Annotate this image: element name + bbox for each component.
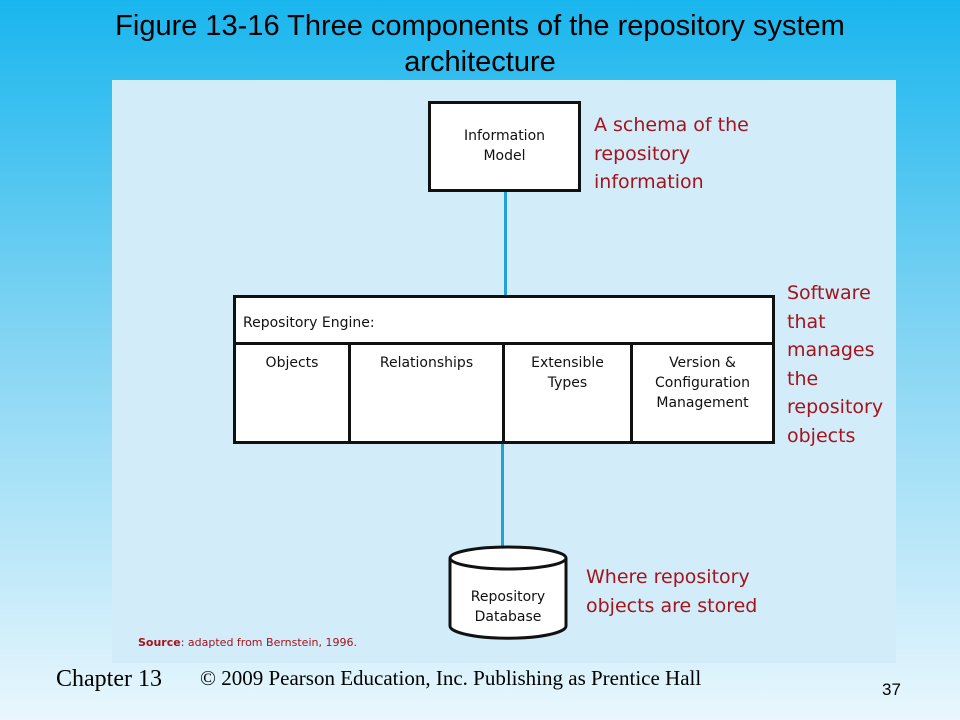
information-model-line-1: Information [463,128,546,144]
annotation-information-model-line-3: information [594,171,704,193]
source-note: Source: adapted from Bernstein, 1996. [138,636,357,649]
repository-database-label: Repository Database [450,587,566,627]
engine-cell-version-config: Version & Configuration Management [633,353,772,413]
annotation-database-line-2: objects are stored [586,594,758,617]
information-model-box [428,101,581,192]
engine-cell-relationships: Relationships [351,353,502,373]
source-note-text: : adapted from Bernstein, 1996. [180,636,357,649]
annotation-engine-line-3: manages [787,339,875,361]
connector-model-engine [504,190,507,296]
information-model-line-2: Model [483,148,526,164]
annotation-information-model-line-1: A schema of the [594,114,749,136]
engine-cell-objects: Objects [236,353,348,373]
annotation-engine-line-6: objects [787,424,856,447]
page-number: 37 [882,680,901,699]
source-note-label: Source [138,636,181,649]
repository-engine-label: Repository Engine: [243,315,375,331]
annotation-engine-line-5: repository [787,396,884,418]
annotation-information-model: A schema of the repository information [594,111,749,197]
engine-cell-divider-1 [348,342,351,442]
repository-database-cylinder [448,545,568,640]
repository-database-line-1: Repository [470,589,546,605]
engine-cell-version-config-line-3: Management [656,395,749,411]
annotation-repository-engine: Software that manages the repository obj… [787,279,883,450]
engine-cell-version-config-line-2: Configuration [655,375,750,391]
slide-title-line-1: Figure 13-16 Three components of the rep… [115,10,845,42]
connector-engine-database [501,442,504,550]
annotation-engine-line-4: the [787,367,819,390]
engine-cell-extensible-types: Extensible Types [505,353,630,393]
engine-cell-version-config-line-1: Version & [669,355,736,371]
engine-cell-extensible-types-line-2: Types [547,375,588,391]
engine-cell-objects-line-1: Objects [265,355,319,371]
footer-copyright: © 2009 Pearson Education, Inc. Publishin… [200,666,702,690]
engine-cell-relationships-line-1: Relationships [379,355,474,371]
annotation-information-model-line-2: repository [594,142,691,165]
engine-cell-divider-3 [630,342,633,442]
engine-cell-divider-2 [502,342,505,442]
annotation-engine-line-2: that [787,310,826,333]
slide-title: Figure 13-16 Three components of the rep… [0,8,960,80]
engine-cell-extensible-types-line-1: Extensible [531,355,604,371]
slide-title-line-2: architecture [404,46,556,78]
information-model-label: Information Model [428,126,581,166]
repository-database-line-2: Database [474,609,542,625]
annotation-repository-database: Where repository objects are stored [586,563,757,620]
footer-chapter: Chapter 13 [56,666,162,692]
annotation-engine-line-1: Software [787,282,871,304]
annotation-database-line-1: Where repository [586,566,750,588]
